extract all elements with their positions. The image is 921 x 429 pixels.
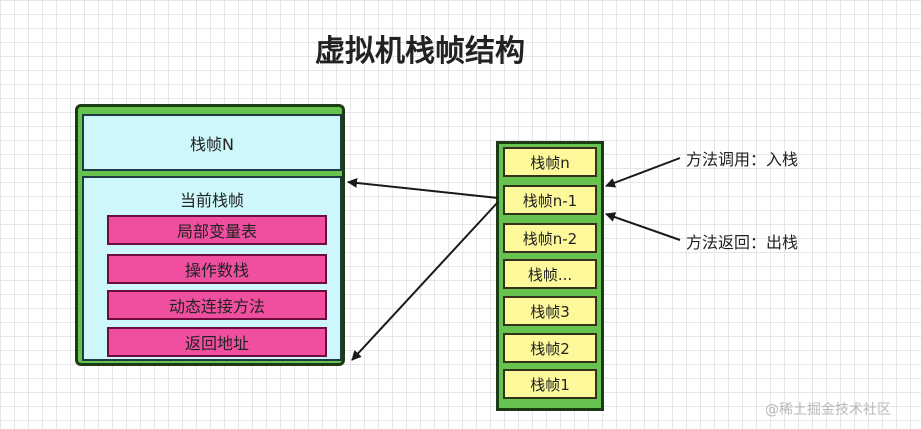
- top-frame-box: 栈帧N: [82, 114, 342, 171]
- arrow-push: [605, 157, 681, 188]
- stack-frame-n: 栈帧n: [503, 147, 597, 177]
- arrow-to-current-frame: [347, 177, 499, 199]
- watermark: @稀土掘金技术社区: [765, 402, 891, 418]
- stack-frame-3: 栈帧3: [503, 296, 597, 326]
- return-address: 返回地址: [107, 327, 327, 357]
- local-variable-table: 局部变量表: [107, 215, 327, 245]
- stack-frame-n-2: 栈帧n-2: [503, 223, 597, 253]
- push-label: 方法调用：入栈: [686, 150, 799, 169]
- stack-frame-ellipsis: 栈帧...: [503, 259, 597, 289]
- operand-stack: 操作数栈: [107, 254, 327, 284]
- arrow-to-frame-bottom: [351, 201, 499, 361]
- pop-label: 方法返回：出栈: [686, 233, 799, 252]
- dynamic-linking: 动态连接方法: [107, 290, 327, 320]
- stack-frame-1: 栈帧1: [503, 369, 597, 399]
- stack-frame-2: 栈帧2: [503, 333, 597, 363]
- stack-frame-n-1: 栈帧n-1: [503, 185, 597, 215]
- arrow-pop: [605, 212, 681, 241]
- diagram-title: 虚拟机栈帧结构: [315, 34, 525, 69]
- current-frame-label: 当前栈帧: [179, 191, 244, 210]
